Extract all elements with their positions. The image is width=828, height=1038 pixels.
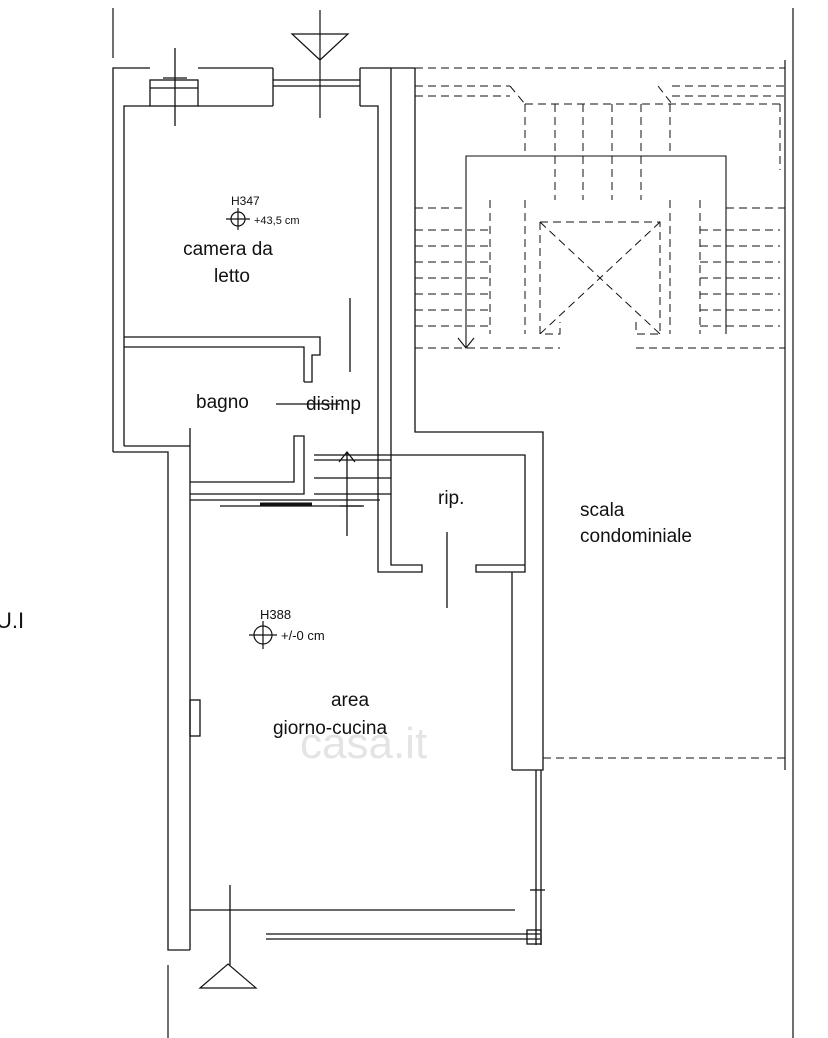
stairwell — [415, 67, 785, 759]
watermark: casa.it — [300, 719, 427, 768]
room-label-rip: rip. — [438, 488, 464, 509]
level-marker-lower — [249, 621, 277, 649]
room-label-bagno: bagno — [196, 392, 249, 413]
boundary-lines — [112, 8, 794, 1038]
interior-walls — [124, 298, 526, 608]
level-code-lower: H388 — [260, 607, 291, 622]
level-marker-upper — [226, 208, 250, 230]
south-marker — [198, 963, 258, 989]
room-label-area-line1: area — [331, 690, 369, 711]
exterior-walls — [112, 48, 545, 965]
room-label-area-line2: giorno-cucina — [273, 718, 387, 739]
edge-label: U.I — [0, 608, 24, 633]
level-code-upper: H347 — [231, 194, 260, 208]
north-marker — [290, 10, 350, 118]
room-label-camera-line1: camera da — [183, 239, 273, 260]
room-label-scala-line1: scala — [580, 500, 625, 521]
level-offset-upper: +43,5 cm — [254, 215, 300, 227]
stair-outline — [457, 155, 727, 349]
room-label-camera-line2: letto — [214, 266, 250, 287]
room-label-scala-line2: condominiale — [580, 526, 692, 547]
level-offset-lower: +/-0 cm — [281, 628, 325, 643]
